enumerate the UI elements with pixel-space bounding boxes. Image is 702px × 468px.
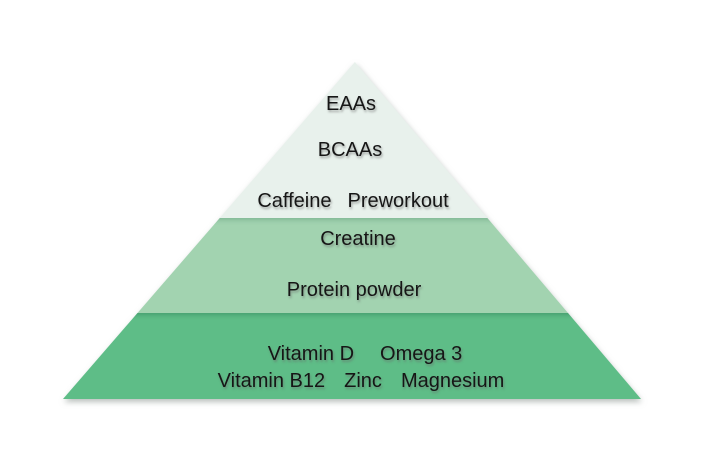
- supplement-label-protein-powder: Protein powder: [286, 279, 422, 301]
- label-row-eaas: EAAs: [326, 94, 376, 114]
- supplement-label-omega-3: Omega 3: [380, 343, 463, 365]
- supplement-label-vitamin-b12: Vitamin B12: [217, 370, 326, 392]
- label-row-caffeine-preworkout: Caffeine Preworkout: [257, 191, 448, 211]
- label-row-protein-powder: Protein powder: [287, 280, 422, 300]
- supplement-label-caffeine: Caffeine: [257, 190, 332, 212]
- supplement-label-bcaas: BCAAs: [317, 139, 383, 161]
- supplement-label-zinc: Zinc: [344, 370, 382, 392]
- label-row-creatine: Creatine: [320, 229, 396, 249]
- label-row-vitamind-omega3: Vitamin D Omega 3: [268, 344, 463, 364]
- supplement-label-vitamin-d: Vitamin D: [267, 343, 355, 365]
- label-row-bcaas: BCAAs: [318, 140, 382, 160]
- pyramid-shadow-wrap: [63, 62, 641, 399]
- label-row-b12-zinc-magnesium: Vitamin B12 Zinc Magnesium: [218, 371, 505, 391]
- supplement-label-magnesium: Magnesium: [400, 370, 505, 392]
- supplement-label-eaas: EAAs: [325, 93, 377, 115]
- supplement-label-creatine: Creatine: [320, 228, 396, 250]
- supplement-label-preworkout: Preworkout: [347, 190, 449, 212]
- pyramid-tier-bottom: [63, 313, 641, 399]
